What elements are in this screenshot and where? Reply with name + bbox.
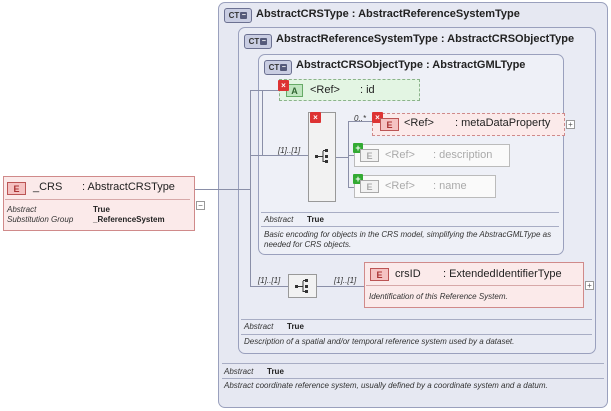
element-icon: E bbox=[370, 268, 389, 281]
abstract-value: True bbox=[93, 205, 110, 214]
expand-toggle[interactable]: + bbox=[585, 281, 594, 290]
connector-line bbox=[348, 121, 349, 187]
complex-type-icon[interactable]: CT− bbox=[244, 34, 272, 49]
separator bbox=[222, 378, 604, 379]
element-icon: E bbox=[7, 182, 26, 195]
connector-line bbox=[250, 155, 308, 156]
attribute-id-name: : id bbox=[360, 84, 375, 96]
element-icon: E bbox=[360, 180, 379, 193]
metadata-property-name: : metaDataProperty bbox=[455, 117, 551, 129]
abstract-label: Abstract bbox=[264, 215, 294, 224]
sequence-icon bbox=[315, 149, 328, 163]
collapse-toggle[interactable]: − bbox=[196, 201, 205, 210]
abstract-crs-type-doc: Abstract coordinate reference system, us… bbox=[224, 381, 548, 390]
crs-element-type: : AbstractCRSType bbox=[82, 181, 175, 193]
added-icon: + bbox=[353, 174, 363, 184]
crsid-name: crsID bbox=[395, 268, 421, 280]
collapse-icon[interactable]: − bbox=[260, 38, 268, 45]
substitution-group-label: Substitution Group bbox=[7, 215, 74, 224]
element-icon: E bbox=[360, 149, 379, 162]
abstract-reference-system-type-title: AbstractReferenceSystemType : AbstractCR… bbox=[276, 33, 575, 45]
crsid-type: : ExtendedIdentifierType bbox=[443, 268, 562, 280]
complex-type-icon[interactable]: CT− bbox=[224, 8, 252, 23]
abstract-value: True bbox=[267, 367, 284, 376]
connector-line bbox=[195, 189, 250, 190]
metadata-property-element[interactable] bbox=[372, 113, 565, 136]
metadata-property-ref: <Ref> bbox=[404, 117, 434, 129]
prohibited-icon: × bbox=[310, 112, 321, 123]
sequence-multiplicity: [1]..[1] bbox=[258, 276, 281, 285]
crsid-doc: Identification of this Reference System. bbox=[369, 292, 508, 301]
description-ref: <Ref> bbox=[385, 149, 415, 161]
crsid-multiplicity: [1]..[1] bbox=[334, 276, 357, 285]
abstract-crs-type-title: AbstractCRSType : AbstractReferenceSyste… bbox=[256, 8, 520, 20]
attribute-id-ref: <Ref> bbox=[310, 84, 340, 96]
name-name: : name bbox=[433, 180, 467, 192]
connector-line bbox=[250, 90, 280, 91]
sequence-icon bbox=[295, 279, 308, 293]
crs-element-name: _CRS bbox=[33, 181, 63, 193]
meta-multiplicity: 0..* bbox=[354, 114, 367, 123]
collapse-icon[interactable]: − bbox=[240, 12, 248, 19]
abstract-reference-system-type-doc: Description of a spatial and/or temporal… bbox=[244, 337, 515, 346]
connector-line bbox=[336, 157, 348, 158]
sequence-multiplicity: [1]..[1] bbox=[278, 146, 301, 155]
connector-line bbox=[262, 90, 263, 156]
abstract-value: True bbox=[287, 322, 304, 331]
description-element[interactable] bbox=[354, 144, 510, 167]
separator bbox=[261, 212, 559, 213]
separator bbox=[222, 363, 604, 364]
connector-line bbox=[348, 187, 354, 188]
abstract-label: Abstract bbox=[7, 205, 37, 214]
abstract-crs-object-type-title: AbstractCRSObjectType : AbstractGMLType bbox=[296, 59, 526, 71]
separator bbox=[241, 319, 592, 320]
added-icon: + bbox=[353, 143, 363, 153]
abstract-label: Abstract bbox=[224, 367, 254, 376]
element-icon: E bbox=[380, 118, 399, 131]
prohibited-icon: × bbox=[372, 112, 383, 123]
separator bbox=[366, 285, 581, 286]
complex-type-icon[interactable]: CT− bbox=[264, 60, 292, 75]
connector-line bbox=[348, 121, 372, 122]
connector-line bbox=[250, 286, 288, 287]
substitution-group-value: _ReferenceSystem bbox=[93, 215, 165, 224]
connector-line bbox=[317, 286, 365, 287]
abstract-value: True bbox=[307, 215, 324, 224]
connector-line bbox=[250, 90, 251, 286]
name-ref: <Ref> bbox=[385, 180, 415, 192]
connector-line bbox=[348, 155, 354, 156]
abstract-crs-object-type-doc: Basic encoding for objects in the CRS mo… bbox=[264, 230, 552, 249]
expand-toggle[interactable]: + bbox=[566, 120, 575, 129]
name-element[interactable] bbox=[354, 175, 496, 198]
separator bbox=[261, 226, 559, 227]
prohibited-icon: × bbox=[278, 80, 289, 91]
collapse-icon[interactable]: − bbox=[280, 64, 288, 71]
separator bbox=[241, 334, 592, 335]
separator bbox=[5, 199, 190, 200]
description-name: : description bbox=[433, 149, 493, 161]
abstract-label: Abstract bbox=[244, 322, 274, 331]
crs-element-box[interactable] bbox=[3, 176, 195, 231]
